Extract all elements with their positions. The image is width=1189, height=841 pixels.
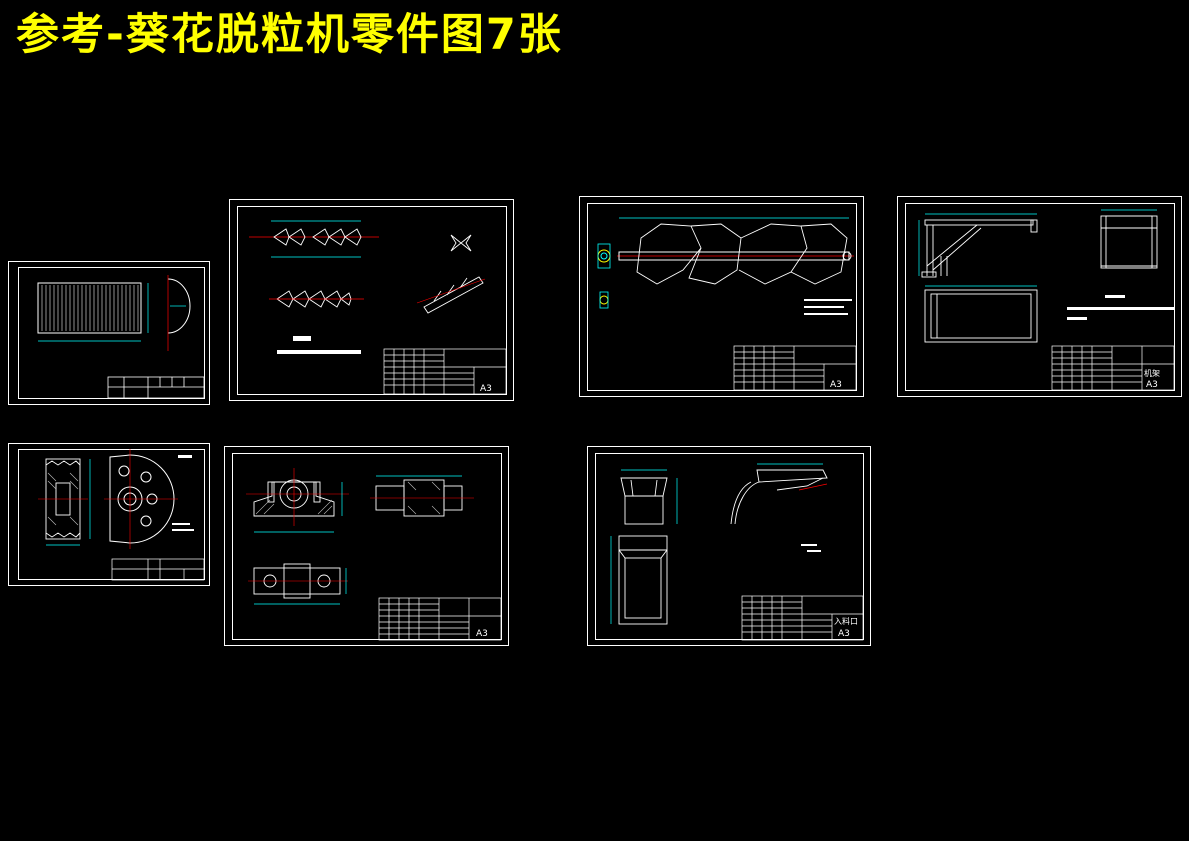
- drawing-sheet-hopper[interactable]: 入料口 A3: [587, 446, 871, 646]
- paper-size-label: A3: [480, 384, 492, 394]
- drawing-sheet-frame[interactable]: 机架 A3: [897, 196, 1182, 397]
- paper-size-label: A3: [476, 629, 488, 639]
- drawing-sheet-bearing-seat[interactable]: A3: [224, 446, 509, 646]
- drawing-sheet-threshing-teeth[interactable]: A3: [229, 199, 514, 401]
- drawing-sheet-concave-screen[interactable]: [8, 261, 210, 405]
- paper-size-label: A3: [1146, 380, 1158, 390]
- paper-size-label: A3: [830, 380, 842, 390]
- page-title: 参考-葵花脱粒机零件图7张: [16, 10, 563, 60]
- drawing-sheet-pulley[interactable]: [8, 443, 210, 586]
- drawing-name: 入料口: [834, 616, 858, 626]
- drawing-name: 机架: [1144, 368, 1160, 378]
- drawing-sheet-threshing-shaft[interactable]: A3: [579, 196, 864, 397]
- paper-size-label: A3: [838, 629, 850, 639]
